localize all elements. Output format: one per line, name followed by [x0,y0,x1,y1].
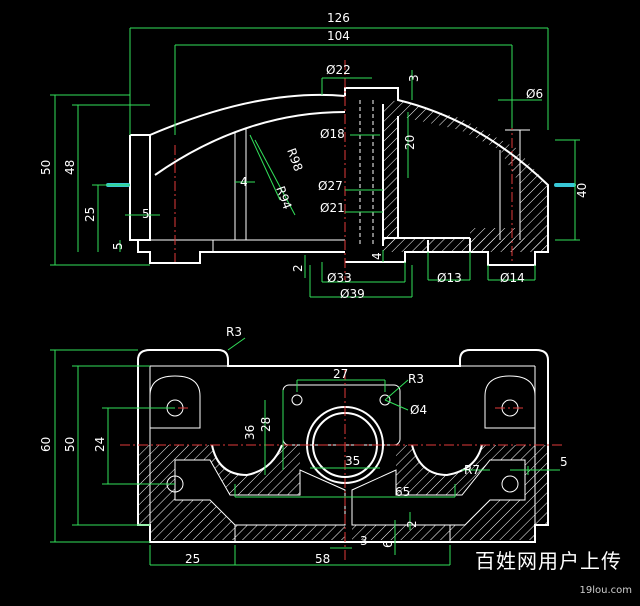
front-hatch-wall [383,100,548,250]
dim-28: 28 [259,417,273,432]
dim-5-left: 5 [142,207,150,221]
front-hatch-base [383,238,548,252]
dim-58: 58 [315,552,330,566]
dim-d6: Ø6 [526,87,543,101]
dim-36: 36 [243,425,257,440]
dim-27: 27 [333,367,348,381]
dim-5-base: 5 [111,242,125,250]
dim-4-rib: 4 [240,175,248,189]
dim-3-bottom: 3 [360,534,368,548]
front-inner-right [382,104,471,252]
dim-2-front: 2 [291,264,305,272]
front-dimension-lines [50,27,580,298]
dim-35: 35 [345,454,360,468]
dim-d13: Ø13 [437,271,462,285]
dim-3-top: 3 [407,74,421,82]
front-left-end [129,134,150,241]
front-boss-right [499,129,530,240]
dim-65: 65 [395,485,410,499]
dim-6-bottom: 6 [381,540,395,548]
top-ear-right [484,375,536,429]
dim-48: 48 [63,160,77,175]
front-mid-line [150,128,345,252]
top-ear-left [149,375,201,429]
dim-r98: R98 [284,146,305,173]
top-dimension-lines [50,337,560,566]
front-hidden-hole [359,100,374,245]
dim-d4: Ø4 [410,403,427,417]
dim-24: 24 [93,437,107,452]
dim-d27: Ø27 [318,179,343,193]
front-outline-left [137,135,345,264]
dim-60: 60 [39,437,53,452]
watermark-site: 19lou.com [579,585,633,596]
dim-50-front: 50 [39,160,53,175]
top-flange-hole-r [379,394,391,406]
front-inner-arch [154,111,346,176]
front-outer-arch [149,93,346,136]
dim-d18: Ø18 [320,127,345,141]
top-slot-right [411,444,483,477]
watermark-text: 百姓网用户上传 [475,549,622,573]
dim-20: 20 [403,135,417,150]
dim-d22: Ø22 [326,63,351,77]
dim-d39: Ø39 [340,287,365,301]
dim-r7: R7 [464,463,480,477]
dim-25-top: 25 [185,552,200,566]
dim-4-front: 4 [370,252,384,260]
dim-r94: R94 [273,184,294,211]
dim-d14: Ø14 [500,271,525,285]
front-view: 126 104 Ø22 3 Ø6 50 48 25 5 5 Ø18 20 R98… [39,11,589,301]
dim-50-top: 50 [63,437,77,452]
top-slot-left [211,444,283,477]
top-view: R3 27 R3 Ø4 60 50 24 36 28 35 R7 5 65 25… [39,325,568,566]
dim-25-front: 25 [83,207,97,222]
dim-r3-corner: R3 [226,325,242,339]
dim-126: 126 [327,11,350,25]
dim-d21: Ø21 [320,201,345,215]
dim-2-bottom: 2 [405,520,419,528]
top-outline [137,349,549,543]
dim-r3-hole: R3 [408,372,424,386]
dim-d33: Ø33 [327,271,352,285]
top-flange-hole-l [291,394,303,406]
dim-5-top: 5 [560,455,568,469]
dim-104: 104 [327,29,350,43]
top-hole-lr [501,475,519,493]
dim-40: 40 [575,183,589,198]
front-outline-right [344,87,549,266]
